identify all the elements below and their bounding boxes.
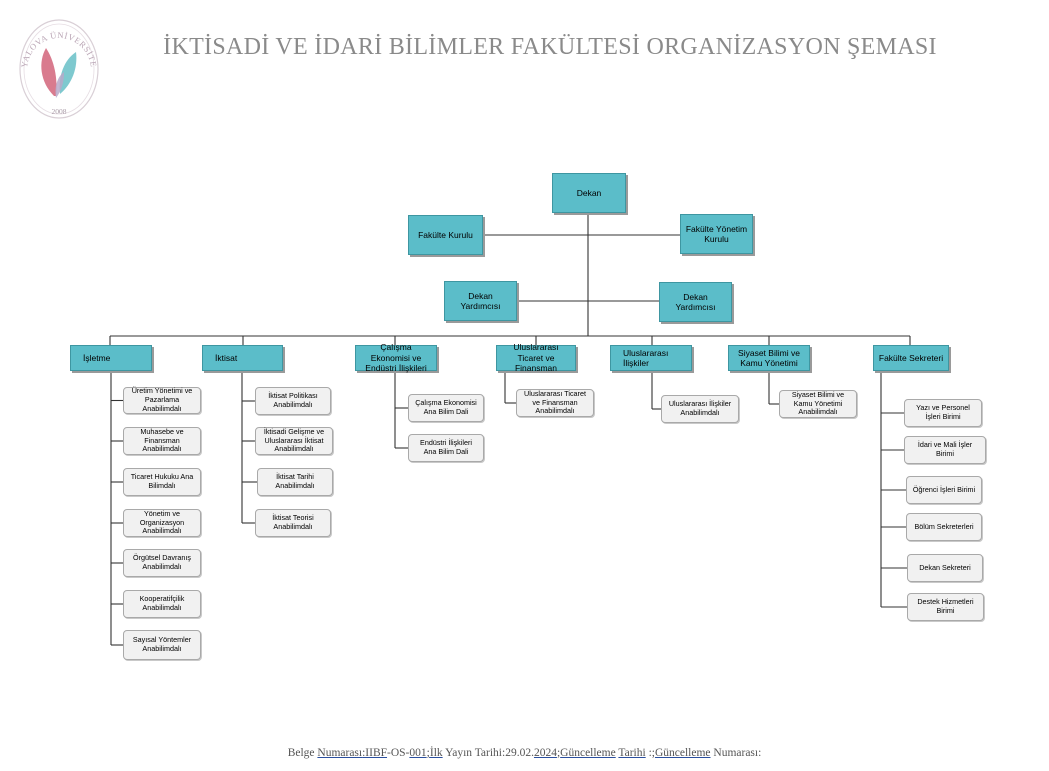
footer-ilk-rest: Yayın Tarihi:29.02. — [442, 747, 534, 759]
footer-sep1: ; — [426, 747, 430, 759]
dekan-yardimcisi-box-1: Dekan Yardımcısı — [444, 281, 517, 321]
unit-box-4-0-label: Uluslararası İlişkiler Anabilimdalı — [668, 399, 732, 417]
unit-box-2-0: Çalışma Ekonomisi Ana Bilim Dali — [408, 394, 484, 422]
university-logo: YALOVA ÜNİVERSİTESİ 2008 — [15, 10, 100, 122]
footer-tarihi-rest: :; — [645, 747, 655, 759]
unit-box-0-4-label: Örgütsel Davranış Anabilimdalı — [133, 553, 191, 571]
department-box-4: Uluslararası İlişkiler — [610, 345, 692, 371]
unit-box-1-0-label: İktisat Politikası Anabilimdalı — [268, 391, 318, 409]
dekan-yardimcisi-box-1-label: Dekan Yardımcısı — [460, 290, 501, 311]
unit-box-5-0: Siyaset Bilimi ve Kamu Yönetimi Anabilim… — [779, 390, 857, 418]
page-title: İKTİSADİ VE İDARİ BİLİMLER FAKÜLTESİ ORG… — [163, 34, 937, 60]
department-box-5: Siyaset Bilimi ve Kamu Yönetimi — [728, 345, 810, 371]
unit-box-0-0: Üretim Yönetimi ve Pazarlama Anabilimdal… — [123, 386, 201, 414]
unit-box-1-2-label: İktisat Tarihi Anabilimdalı — [275, 472, 315, 490]
footer-ilk: İlk — [429, 747, 443, 759]
fakulte-yonetim-kurulu-box-label: Fakülte Yönetim Kurulu — [685, 223, 748, 244]
footer-numarasi: Numarası — [317, 747, 363, 759]
unit-box-5-0-label: Siyaset Bilimi ve Kamu Yönetimi Anabilim… — [791, 389, 845, 417]
unit-box-0-3: Yönetim ve Organizasyon Anabilimdalı — [123, 509, 201, 537]
dekan-box: Dekan — [552, 173, 626, 213]
department-box-3-label: Uluslararası Ticaret ve Finansman — [513, 342, 559, 374]
unit-box-0-2: Ticaret Hukuku Ana Bilimdalı — [123, 468, 201, 496]
department-box-6: Fakülte Sekreteri — [873, 345, 949, 371]
unit-box-6-2: Öğrenci İşleri Birimi — [906, 476, 982, 504]
unit-box-6-2-label: Öğrenci İşleri Birimi — [912, 484, 976, 494]
footer-numarasi2: Numarası: — [713, 747, 762, 759]
footer-year: 2024 — [533, 747, 557, 759]
unit-box-6-1: İdari ve Mali İşler Birimi — [904, 436, 986, 464]
unit-box-6-3: Bölüm Sekreterleri — [906, 513, 982, 541]
footer-doc-num: 001 — [409, 747, 427, 759]
unit-box-3-0-label: Uluslararası Ticaret ve Finansman Anabil… — [524, 388, 586, 416]
document-footer: Belge Numarası:IIBF-OS-001;İlk Yayın Tar… — [0, 747, 1049, 759]
department-box-6-label: Fakülte Sekreteri — [878, 352, 944, 363]
unit-box-3-0: Uluslararası Ticaret ve Finansman Anabil… — [516, 389, 594, 417]
footer-guncelleme2: Güncelleme — [654, 747, 711, 759]
unit-box-1-0: İktisat Politikası Anabilimdalı — [255, 387, 331, 415]
unit-box-0-6-label: Sayısal Yöntemler Anabilimdalı — [132, 635, 192, 653]
unit-box-6-4-label: Dekan Sekreteri — [919, 562, 971, 572]
department-box-0: İşletme — [70, 345, 152, 371]
fakulte-yonetim-kurulu-box: Fakülte Yönetim Kurulu — [680, 214, 753, 254]
unit-box-0-3-label: Yönetim ve Organizasyon Anabilimdalı — [139, 508, 185, 536]
footer-doc-suffix: -OS- — [387, 747, 410, 759]
unit-box-1-1-label: İktisadi Gelişme ve Uluslararası İktisat… — [263, 426, 325, 454]
footer-tarihi: Tarihi — [618, 747, 646, 759]
logo-year: 2008 — [52, 107, 67, 116]
unit-box-6-3-label: Bölüm Sekreterleri — [914, 521, 974, 531]
unit-box-6-4: Dekan Sekreteri — [907, 554, 983, 582]
unit-box-2-0-label: Çalışma Ekonomisi Ana Bilim Dali — [415, 398, 477, 416]
unit-box-0-4: Örgütsel Davranış Anabilimdalı — [123, 549, 201, 577]
unit-box-6-5: Destek Hizmetleri Birimi — [907, 593, 984, 621]
department-box-3: Uluslararası Ticaret ve Finansman — [496, 342, 576, 374]
footer-guncelleme: Güncelleme — [560, 747, 616, 759]
unit-box-0-1: Muhasebe ve Finansman Anabilimdalı — [123, 427, 201, 455]
dekan-box-label: Dekan — [576, 187, 602, 198]
unit-box-1-1: İktisadi Gelişme ve Uluslararası İktisat… — [255, 427, 333, 455]
unit-box-1-3-label: İktisat Teorisi Anabilimdalı — [272, 513, 314, 531]
unit-box-0-2-label: Ticaret Hukuku Ana Bilimdalı — [130, 472, 194, 490]
dekan-yardimcisi-box-2-label: Dekan Yardımcısı — [675, 291, 716, 312]
unit-box-6-1-label: İdari ve Mali İşler Birimi — [917, 440, 973, 458]
unit-box-0-0-label: Üretim Yönetimi ve Pazarlama Anabilimdal… — [131, 386, 193, 413]
unit-box-0-6: Sayısal Yöntemler Anabilimdalı — [123, 630, 201, 660]
university-seal-icon: YALOVA ÜNİVERSİTESİ 2008 — [15, 10, 99, 119]
footer-belge: Belge — [287, 747, 315, 759]
dekan-yardimcisi-box-2: Dekan Yardımcısı — [659, 282, 732, 322]
department-box-1: İktisat — [202, 345, 283, 371]
footer-sep2: ; — [556, 747, 561, 759]
unit-box-6-5-label: Destek Hizmetleri Birimi — [917, 597, 974, 615]
department-box-0-label: İşletme — [83, 352, 111, 363]
unit-box-1-3: İktisat Teorisi Anabilimdalı — [255, 509, 331, 537]
unit-box-0-1-label: Muhasebe ve Finansman Anabilimdalı — [140, 426, 184, 454]
unit-box-2-1-label: Endüstri İlişkileri Ana Bilim Dali — [420, 438, 472, 456]
department-box-1-label: İktisat — [215, 352, 238, 363]
unit-box-1-2: İktisat Tarihi Anabilimdalı — [257, 468, 333, 496]
unit-box-6-0-label: Yazı ve Personel İşleri Birimi — [916, 403, 970, 421]
unit-box-0-5: Kooperatifçilik Anabilimdalı — [123, 590, 201, 618]
department-box-5-label: Siyaset Bilimi ve Kamu Yönetimi — [738, 347, 800, 368]
unit-box-4-0: Uluslararası İlişkiler Anabilimdalı — [661, 395, 739, 423]
fakulte-kurulu-box-label: Fakülte Kurulu — [418, 229, 473, 240]
unit-box-6-0: Yazı ve Personel İşleri Birimi — [904, 399, 982, 427]
fakulte-kurulu-box: Fakülte Kurulu — [408, 215, 483, 255]
unit-box-0-5-label: Kooperatifçilik Anabilimdalı — [139, 594, 185, 612]
footer-doc-prefix: :IIBF — [362, 747, 388, 759]
department-box-2-label: Çalışma Ekonomisi ve Endüstri İlişkileri — [365, 342, 427, 374]
department-box-4-label: Uluslararası İlişkiler — [623, 347, 669, 368]
department-box-2: Çalışma Ekonomisi ve Endüstri İlişkileri — [355, 342, 437, 374]
unit-box-2-1: Endüstri İlişkileri Ana Bilim Dali — [408, 434, 484, 462]
